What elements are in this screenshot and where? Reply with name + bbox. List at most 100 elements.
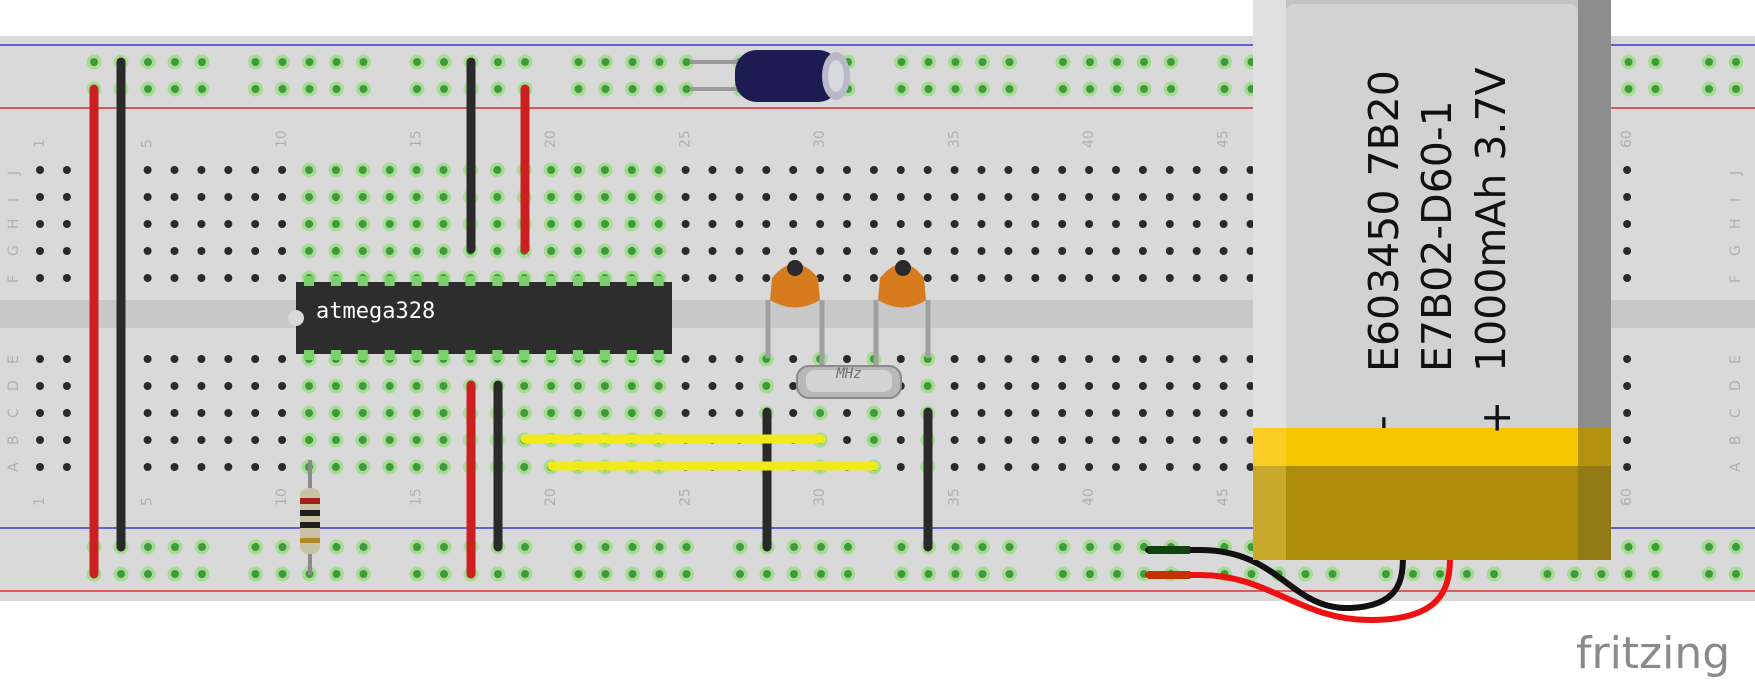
breadboard-hole — [951, 570, 960, 578]
breadboard-hole — [789, 247, 798, 255]
breadboard-hole — [843, 355, 851, 363]
breadboard-hole — [1059, 570, 1067, 578]
chip-pin — [357, 276, 368, 286]
breadboard-hole — [331, 193, 340, 201]
breadboard-hole — [789, 409, 798, 417]
breadboard-hole — [493, 193, 502, 201]
breadboard-hole — [843, 274, 851, 282]
breadboard-hole — [412, 463, 421, 471]
breadboard-hole — [1651, 543, 1660, 551]
breadboard-hole — [1138, 409, 1147, 417]
breadboard-hole — [1138, 463, 1147, 471]
breadboard-hole — [1192, 166, 1201, 174]
breadboard-hole — [439, 436, 448, 444]
row-letter: H — [6, 218, 22, 229]
breadboard-hole — [977, 220, 986, 228]
breadboard-hole — [1004, 382, 1013, 390]
breadboard-hole — [1192, 274, 1201, 282]
breadboard-hole — [1246, 436, 1255, 444]
chip-pin — [384, 350, 395, 360]
breadboard-hole — [1085, 220, 1094, 228]
chip-pin — [330, 276, 341, 286]
breadboard-hole — [198, 570, 206, 578]
breadboard-hole — [1004, 193, 1013, 201]
breadboard-hole — [1085, 193, 1094, 201]
breadboard-hole — [278, 85, 287, 93]
chip-pin — [653, 350, 664, 360]
breadboard-hole — [440, 58, 448, 66]
breadboard-hole — [843, 409, 851, 417]
breadboard-hole — [359, 543, 368, 551]
column-number: 60 — [1619, 130, 1635, 148]
breadboard-hole — [1031, 274, 1040, 282]
breadboard-hole — [844, 570, 852, 578]
breadboard-hole — [574, 166, 582, 174]
breadboard-hole — [1112, 220, 1120, 228]
breadboard-hole — [628, 58, 637, 66]
breadboard-hole — [628, 85, 637, 93]
breadboard-hole — [278, 193, 287, 201]
breadboard-hole — [170, 193, 179, 201]
breadboard-hole — [1086, 570, 1094, 578]
breadboard-hole — [735, 247, 744, 255]
breadboard-hole — [1058, 193, 1067, 201]
breadboard-hole — [1086, 543, 1094, 551]
breadboard-hole — [385, 409, 394, 417]
breadboard-hole — [1031, 382, 1040, 390]
breadboard-hole — [278, 543, 287, 551]
column-number: 25 — [678, 488, 694, 506]
breadboard-hole — [251, 274, 260, 282]
breadboard-hole — [143, 247, 152, 255]
breadboard-hole — [224, 409, 233, 417]
resistor — [300, 460, 320, 575]
chip-pin — [492, 276, 503, 286]
breadboard-hole — [440, 543, 448, 551]
breadboard-hole — [950, 193, 959, 201]
breadboard-hole — [708, 193, 717, 201]
breadboard-hole — [977, 274, 986, 282]
breadboard-hole — [439, 166, 448, 174]
breadboard-hole — [440, 85, 448, 93]
breadboard-hole — [843, 166, 851, 174]
breadboard-hole — [896, 355, 905, 363]
breadboard-hole — [1732, 543, 1740, 551]
breadboard-hole — [1624, 543, 1633, 551]
breadboard-hole — [1705, 543, 1713, 551]
breadboard-hole — [305, 166, 313, 174]
breadboard-hole — [708, 220, 717, 228]
breadboard-hole — [681, 274, 690, 282]
breadboard-hole — [977, 436, 986, 444]
breadboard-hole — [1624, 85, 1633, 93]
row-letter: D — [6, 380, 22, 391]
breadboard-hole — [682, 85, 691, 93]
breadboard-hole — [708, 382, 717, 390]
breadboard-hole — [117, 570, 125, 578]
breadboard-hole — [359, 58, 368, 66]
breadboard-hole — [655, 543, 664, 551]
breadboard-hole — [627, 193, 636, 201]
breadboard-hole — [62, 382, 71, 390]
breadboard-hole — [897, 543, 906, 551]
breadboard-hole — [869, 274, 878, 282]
breadboard-hole — [36, 355, 44, 363]
breadboard-hole — [1219, 193, 1228, 201]
breadboard-hole — [790, 543, 798, 551]
breadboard-hole — [1165, 382, 1174, 390]
breadboard-hole — [278, 382, 287, 390]
breadboard-hole — [681, 193, 690, 201]
breadboard-hole — [170, 247, 179, 255]
row-letter: I — [6, 198, 22, 202]
breadboard-hole — [547, 193, 556, 201]
row-letter: E — [1728, 355, 1744, 364]
breadboard-hole — [36, 247, 44, 255]
breadboard-hole — [305, 193, 313, 201]
chip-pin — [438, 350, 449, 360]
breadboard-hole — [1058, 409, 1067, 417]
breadboard-hole — [305, 247, 313, 255]
breadboard-hole — [977, 463, 986, 471]
breadboard-hole — [1192, 355, 1201, 363]
breadboard-hole — [1219, 220, 1228, 228]
column-number: 20 — [543, 488, 559, 506]
breadboard-hole — [1058, 382, 1067, 390]
breadboard-hole — [923, 220, 932, 228]
